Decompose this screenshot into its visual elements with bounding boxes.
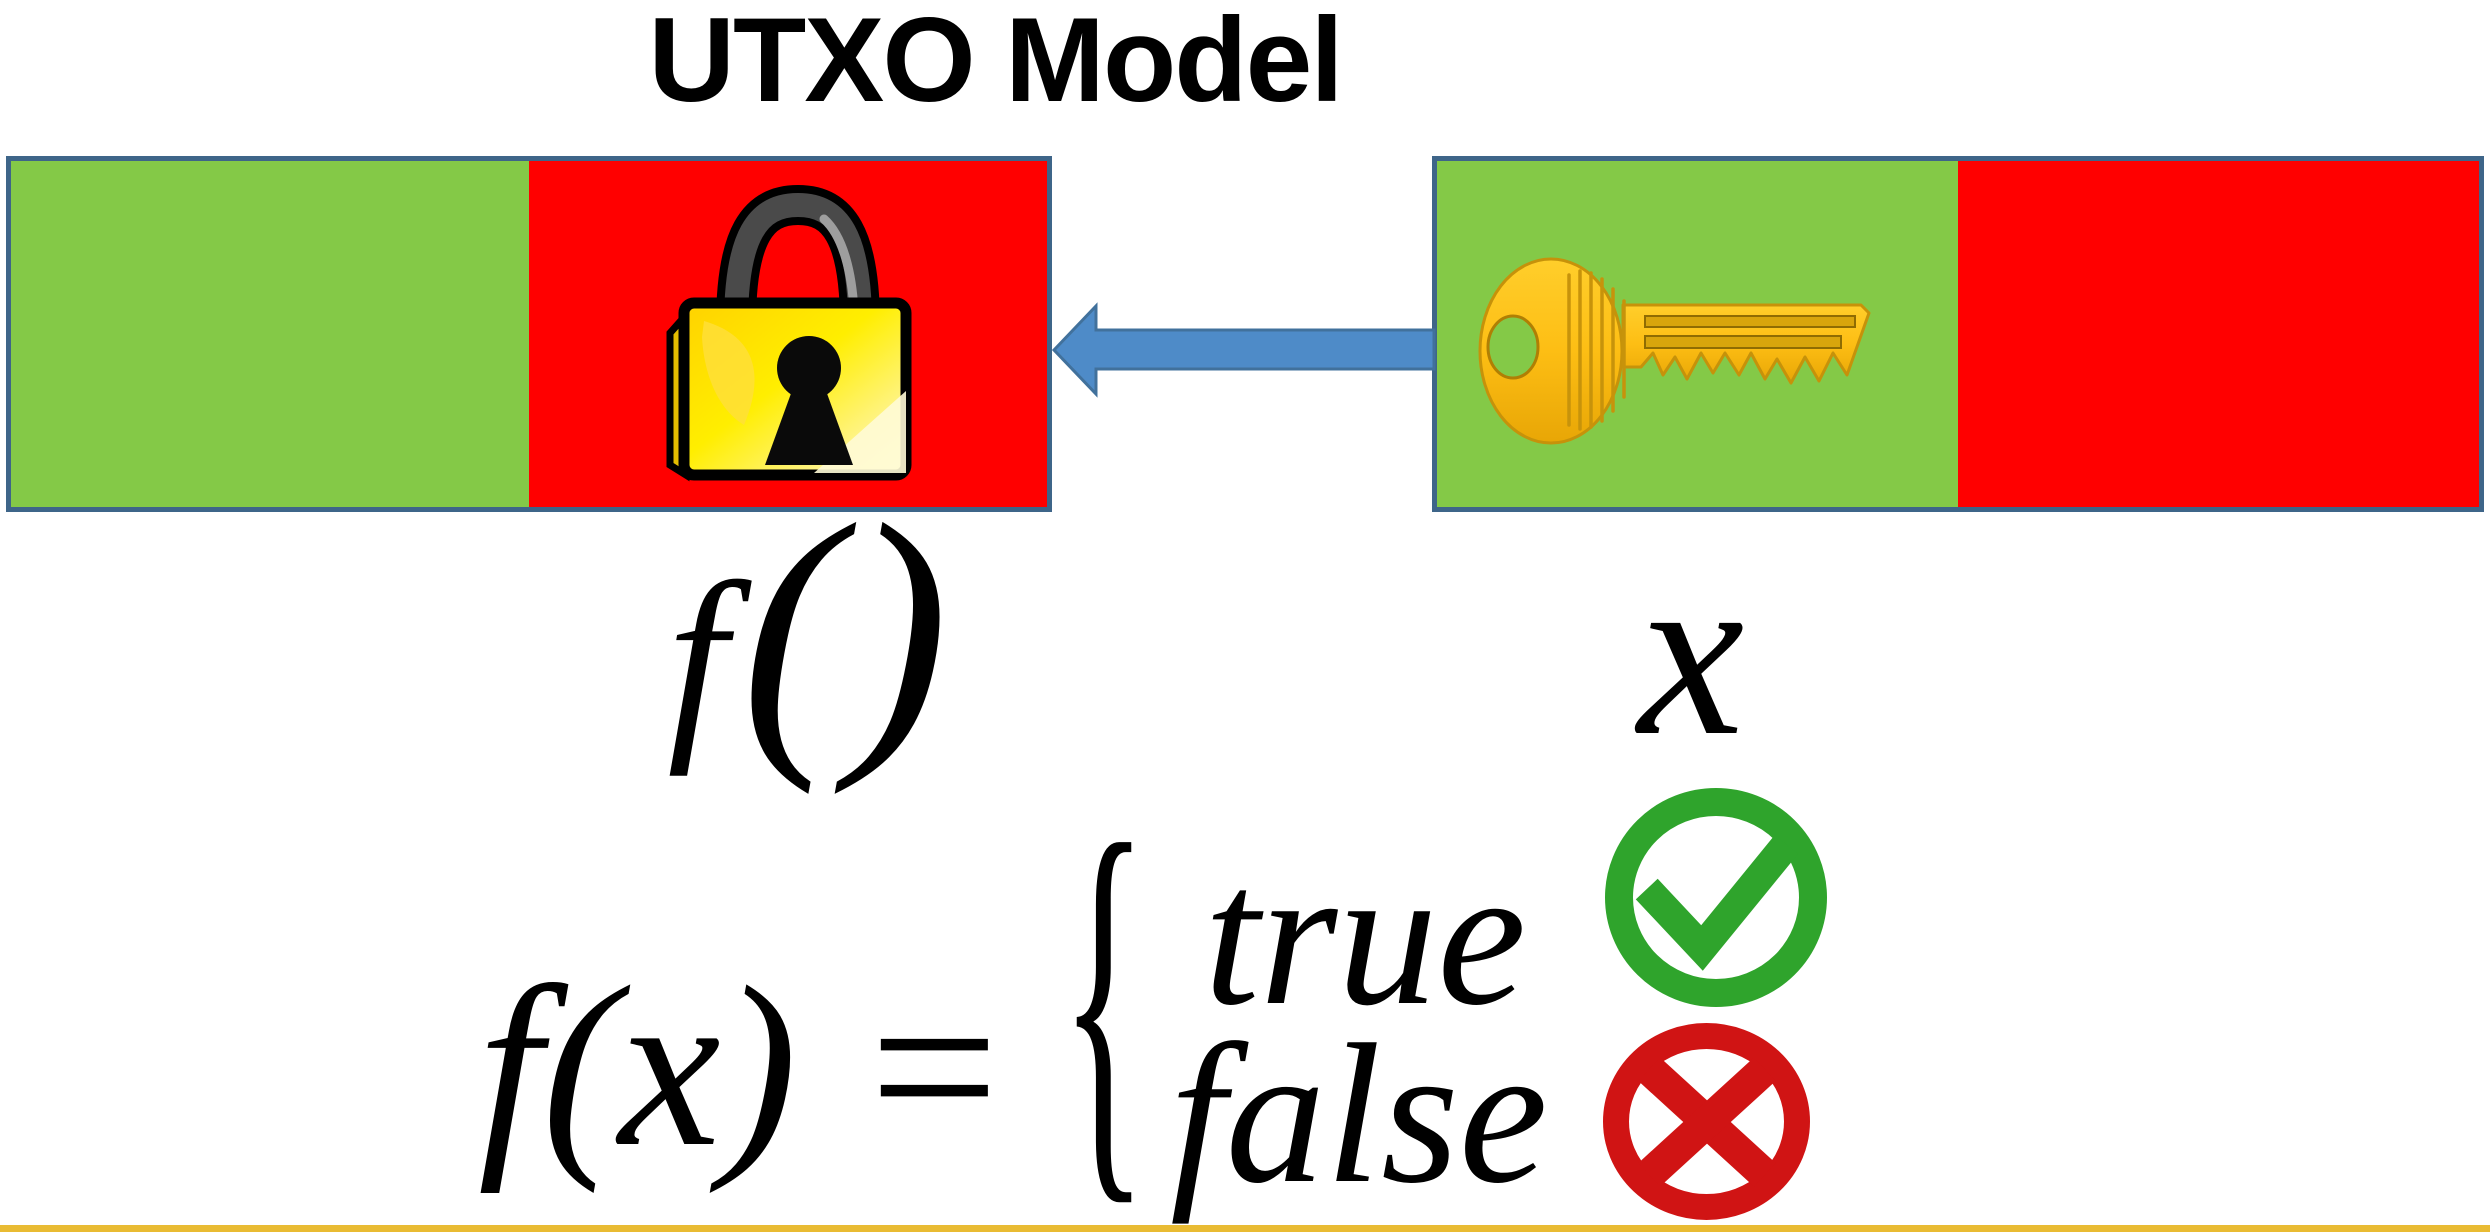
bottom-accent-line [0,1225,2490,1232]
left-arrow-shape [1051,302,1436,398]
keyhole-slot [765,388,853,465]
lock-body-glow [702,321,755,425]
cross-stroke [1638,1057,1776,1187]
function-parens: () [740,463,957,795]
input-box [1432,156,2484,512]
right-red-region [1958,161,2479,507]
key-head [1478,257,1624,445]
key-slot [1644,315,1856,328]
left-arrow-icon [1051,302,1436,398]
output-amount-region [11,161,529,507]
page-title: UTXO Model [648,0,1343,127]
cross-circle-icon [1603,1023,1810,1220]
key-icon [1478,257,1871,445]
function-f-char: f [667,538,727,777]
output-box [6,156,1052,512]
unlocking-value-label: x [1637,519,1745,785]
unlocking-input-region [1437,161,1958,507]
keyhole-circle [777,336,841,400]
locking-function-label: f() [667,479,957,779]
check-mark [1635,834,1799,971]
case-true-label: true [1204,826,1527,1047]
cross-ring [1603,1023,1810,1220]
key-slot [1644,335,1842,349]
lock-icon [666,184,912,482]
lock-shackle [724,192,872,445]
key-hole [1486,314,1540,380]
case-false-label: false [1170,1004,1548,1225]
check-circle-icon [1605,788,1827,1007]
check-ring [1605,788,1827,1007]
locking-script-region [529,161,1047,507]
equation-lhs: f(x) = [478,939,1010,1194]
case-brace: { [1060,757,1148,1232]
